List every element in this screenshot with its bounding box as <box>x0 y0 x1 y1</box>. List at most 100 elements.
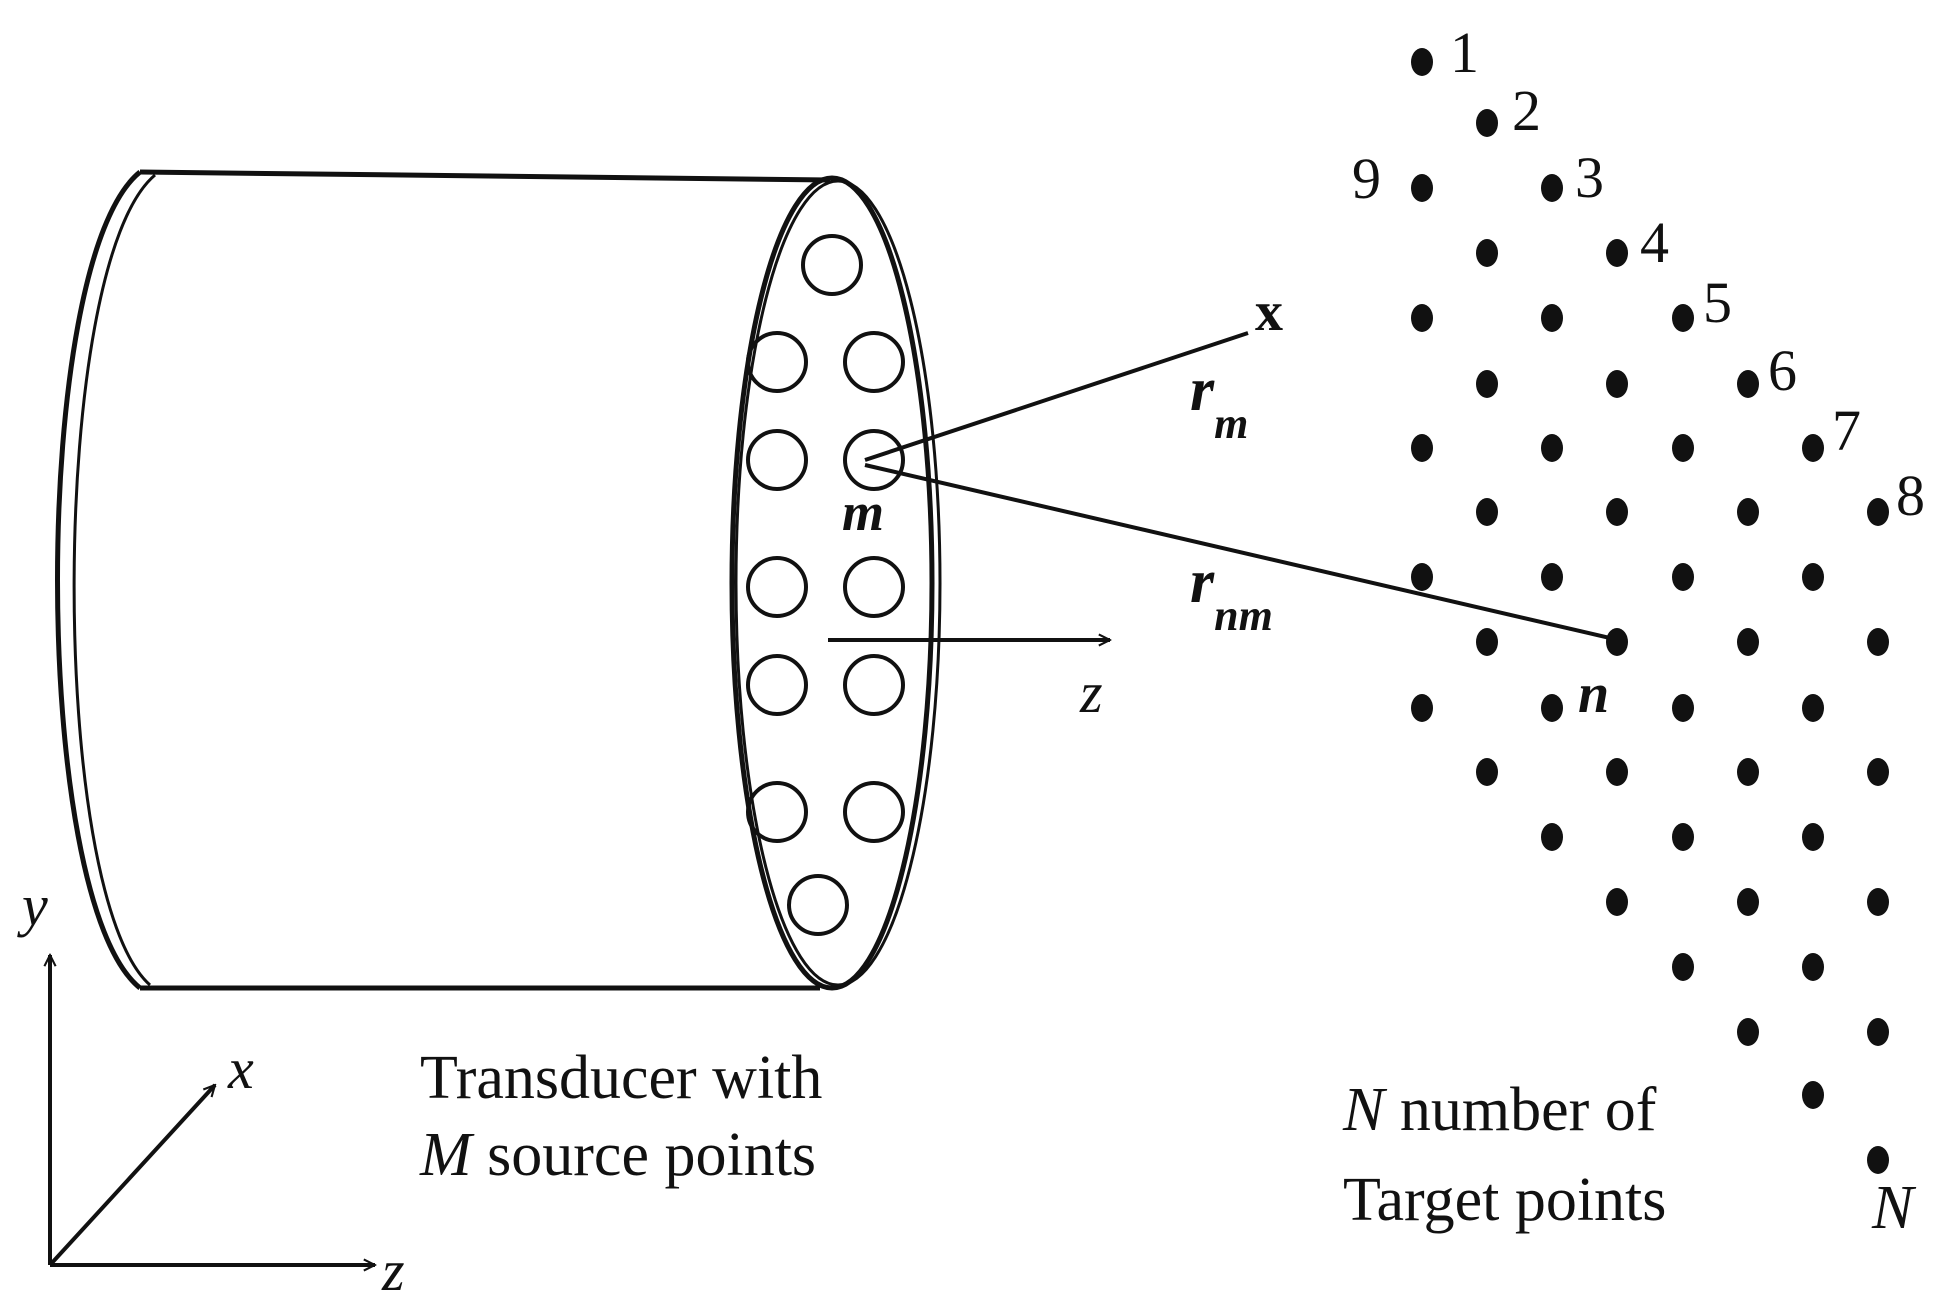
target-dot-7 <box>1476 109 1498 137</box>
targets-caption-line2: Target points <box>1343 1166 1666 1234</box>
target-dot-8 <box>1476 239 1498 267</box>
target-dot-31 <box>1737 370 1759 398</box>
target-points: 1 2 3 4 5 6 7 8 9 n N N number of Target… <box>1342 20 1925 1242</box>
target-dot-34 <box>1737 758 1759 786</box>
transducer-caption-var-M: M <box>419 1121 475 1189</box>
cylinder-back-edge-inner <box>72 173 156 987</box>
target-dot-36 <box>1737 1018 1759 1046</box>
target-dot-32 <box>1737 498 1759 526</box>
target-end-label-N: N <box>1871 1174 1917 1242</box>
target-dot-30 <box>1672 953 1694 981</box>
target-dot-3 <box>1411 304 1433 332</box>
targets-caption-var-N: N <box>1342 1076 1388 1144</box>
source-point-3 <box>843 331 905 393</box>
target-label-n: n <box>1578 663 1609 725</box>
target-dot-18 <box>1541 823 1563 851</box>
target-dot-20 <box>1606 370 1628 398</box>
target-dot-28 <box>1672 694 1694 722</box>
source-point-9 <box>843 654 905 716</box>
target-number-5: 5 <box>1703 270 1732 335</box>
target-dot-48 <box>1867 1146 1889 1174</box>
source-point-10 <box>746 781 808 843</box>
targets-caption-line1: N number of <box>1342 1076 1657 1144</box>
target-dot-35 <box>1737 888 1759 916</box>
source-points <box>746 234 905 936</box>
target-dot-42 <box>1802 1081 1824 1109</box>
r-m-label: rm <box>1190 356 1248 448</box>
target-dot-44 <box>1867 628 1889 656</box>
source-point-11 <box>843 781 905 843</box>
transducer-face <box>729 175 935 991</box>
target-number-7: 7 <box>1832 398 1861 463</box>
source-point-6 <box>746 556 808 618</box>
y-axis-label: y <box>17 873 48 938</box>
source-point-1 <box>801 234 863 296</box>
target-dot-14 <box>1541 304 1563 332</box>
r-m-base: r <box>1190 356 1215 424</box>
target-dot-29 <box>1672 823 1694 851</box>
r-nm-label: rnm <box>1190 548 1273 640</box>
target-dot-43 <box>1867 498 1889 526</box>
target-dot-11 <box>1476 628 1498 656</box>
target-dot-5 <box>1411 563 1433 591</box>
target-number-8: 8 <box>1896 463 1925 528</box>
vector-r-nm <box>864 463 1611 640</box>
target-dot-21 <box>1606 498 1628 526</box>
target-dot-19 <box>1606 239 1628 267</box>
cylinder-back-edge <box>55 170 142 990</box>
source-label-m: m <box>842 482 884 542</box>
transducer-caption-line2: M source points <box>419 1121 816 1189</box>
r-nm-base: r <box>1190 548 1215 616</box>
target-dot-22 <box>1606 628 1628 656</box>
target-dot-10 <box>1476 498 1498 526</box>
transducer-caption-rest: source points <box>472 1121 816 1189</box>
target-dot-13 <box>1541 174 1563 202</box>
r-m-sub: m <box>1214 399 1248 448</box>
target-dot-16 <box>1541 563 1563 591</box>
target-dot-15 <box>1541 434 1563 462</box>
target-dot-24 <box>1606 888 1628 916</box>
target-dot-26 <box>1672 434 1694 462</box>
targets-caption-rest: number of <box>1384 1076 1656 1144</box>
target-dot-33 <box>1737 628 1759 656</box>
target-dot-2 <box>1411 174 1433 202</box>
target-dot-39 <box>1802 694 1824 722</box>
target-dot-45 <box>1867 758 1889 786</box>
target-number-1: 1 <box>1450 20 1479 85</box>
source-point-4 <box>746 429 808 491</box>
target-dot-46 <box>1867 888 1889 916</box>
x-axis-label: x <box>227 1036 254 1101</box>
source-point-5 <box>843 429 905 491</box>
target-dots <box>1411 48 1889 1174</box>
target-dot-38 <box>1802 563 1824 591</box>
beam-axis-label: z <box>1079 660 1103 725</box>
transducer-caption-line1: Transducer with <box>420 1044 822 1112</box>
target-dot-6 <box>1411 694 1433 722</box>
transducer: z m Transducer with M source points <box>55 169 1111 1189</box>
target-dot-25 <box>1672 304 1694 332</box>
target-number-6: 6 <box>1768 338 1797 403</box>
source-point-7 <box>843 556 905 618</box>
source-point-12 <box>787 874 849 936</box>
target-number-2: 2 <box>1512 78 1541 143</box>
target-dot-37 <box>1802 434 1824 462</box>
z-axis-label: z <box>381 1238 405 1303</box>
x-axis-line <box>48 1085 215 1267</box>
target-dot-1 <box>1411 48 1433 76</box>
x-point-label: x <box>1255 281 1283 343</box>
target-number-4: 4 <box>1640 210 1669 275</box>
position-vectors: x rm rnm <box>864 281 1611 640</box>
target-dot-17 <box>1541 694 1563 722</box>
source-point-2 <box>746 331 808 393</box>
target-dot-41 <box>1802 953 1824 981</box>
target-number-9: 9 <box>1352 146 1381 211</box>
cylinder-top-edge <box>139 169 831 183</box>
target-number-3: 3 <box>1575 145 1604 210</box>
target-dot-23 <box>1606 758 1628 786</box>
target-dot-40 <box>1802 823 1824 851</box>
target-dot-27 <box>1672 563 1694 591</box>
transducer-face-outer <box>734 179 942 987</box>
source-point-8 <box>746 654 808 716</box>
coordinate-axes: y x z <box>17 873 405 1303</box>
